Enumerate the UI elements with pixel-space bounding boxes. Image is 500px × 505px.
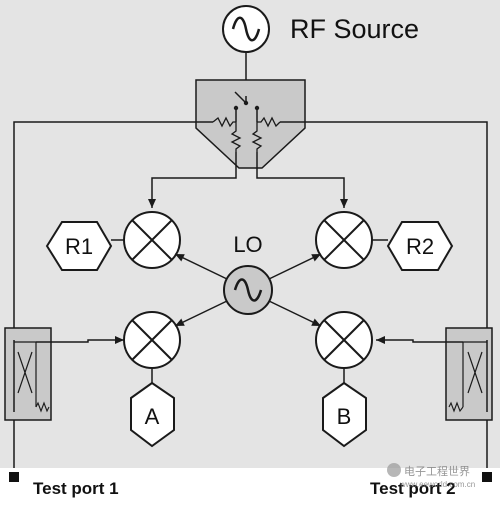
resistor-vertical-right bbox=[251, 122, 263, 152]
test-port-2-label: Test port 2 bbox=[370, 479, 456, 498]
termination-resistor-port2 bbox=[448, 401, 464, 413]
coupler-port2 bbox=[445, 327, 493, 421]
rf-source bbox=[222, 5, 270, 53]
switch-splitter-block bbox=[195, 79, 306, 169]
coupled-line-a bbox=[36, 336, 124, 344]
receiver-a-hexagon bbox=[130, 381, 175, 448]
resistor-right bbox=[257, 116, 281, 128]
watermark-logo-icon bbox=[387, 463, 401, 477]
ref-line-r2 bbox=[256, 152, 348, 208]
mixer-r2 bbox=[315, 211, 373, 269]
lo-line-r2 bbox=[268, 253, 322, 280]
lo-line-r1 bbox=[174, 253, 228, 280]
mixer-a bbox=[123, 311, 181, 369]
resistor-left bbox=[212, 116, 236, 128]
watermark-url: www.eeworld.com.cn bbox=[399, 480, 475, 489]
receiver-r1-hexagon bbox=[45, 221, 113, 271]
coupler-port1 bbox=[4, 327, 52, 421]
receiver-b-label: B bbox=[337, 404, 352, 429]
switch-arm bbox=[234, 91, 247, 104]
lo-oscillator bbox=[223, 265, 273, 315]
termination-resistor-port1 bbox=[35, 401, 50, 413]
watermark-brand: 电子工程世界 bbox=[404, 465, 470, 478]
lo-line-a bbox=[174, 300, 228, 327]
lo-label: LO bbox=[233, 232, 262, 257]
test-port-2-marker bbox=[482, 472, 492, 482]
receiver-r1-label: R1 bbox=[65, 234, 93, 259]
receiver-b-hexagon bbox=[322, 381, 367, 448]
test-port-1-marker bbox=[9, 472, 19, 482]
sine-wave-icon bbox=[233, 278, 263, 302]
mixer-r1 bbox=[123, 211, 181, 269]
rf-source-label: RF Source bbox=[290, 14, 419, 44]
resistor-vertical-left bbox=[230, 122, 242, 152]
sine-wave-icon bbox=[231, 16, 261, 42]
receiver-r2-label: R2 bbox=[406, 234, 434, 259]
ref-line-r1 bbox=[148, 152, 237, 208]
mixer-b bbox=[315, 311, 373, 369]
lo-line-b bbox=[268, 300, 322, 327]
receiver-a-label: A bbox=[145, 404, 160, 429]
receiver-r2-hexagon bbox=[386, 221, 454, 271]
caption-strip bbox=[0, 468, 500, 500]
coupled-line-b bbox=[376, 336, 463, 344]
watermark: 电子工程世界 www.eeworld.com.cn bbox=[387, 463, 475, 489]
test-port-1-label: Test port 1 bbox=[33, 479, 119, 498]
